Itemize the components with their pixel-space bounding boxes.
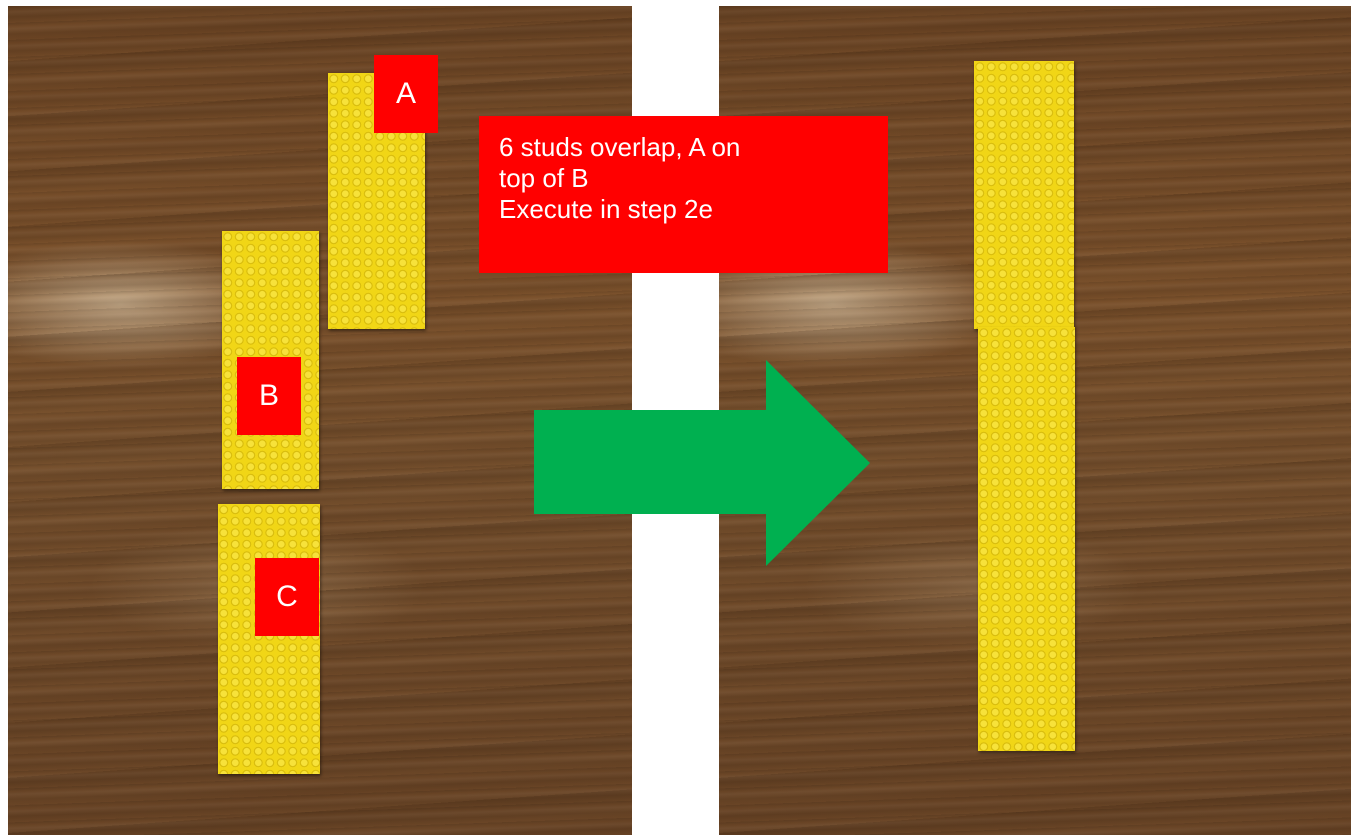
label-c: C bbox=[255, 558, 319, 636]
instruction-line-3: Execute in step 2e bbox=[499, 194, 713, 224]
assembled-plate-top bbox=[974, 61, 1074, 329]
label-b: B bbox=[237, 357, 301, 435]
instruction-note: 6 studs overlap, A on top of B Execute i… bbox=[479, 116, 888, 273]
assembled-plate-bottom bbox=[978, 327, 1075, 751]
right-arrow-icon bbox=[534, 360, 870, 566]
instruction-line-2: top of B bbox=[499, 163, 589, 193]
label-a: A bbox=[374, 55, 438, 133]
plate-c bbox=[218, 504, 320, 774]
instruction-line-1: 6 studs overlap, A on bbox=[499, 132, 741, 162]
